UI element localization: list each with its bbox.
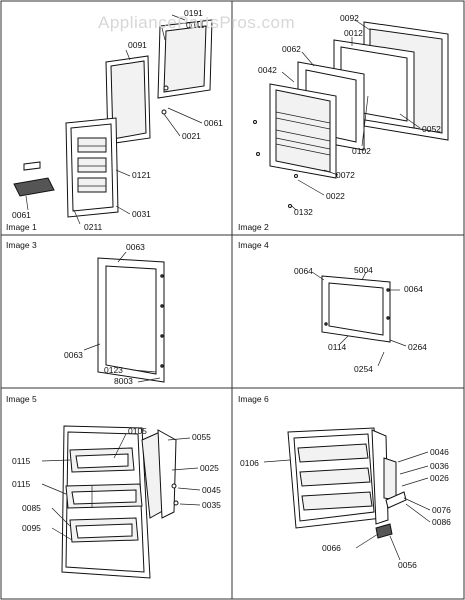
part-label: 0114 [328,342,347,352]
part-label: 0115 [12,479,31,489]
part-label: 0021 [182,131,201,141]
part-label: 0115 [12,456,31,466]
part-label: 0064 [294,266,313,276]
image-5-title: Image 5 [6,394,37,404]
part-label: 0102 [352,146,371,156]
image-6-drawing [263,427,431,561]
part-label: 0095 [22,523,41,533]
watermark: AppliancePartsPros.com [98,13,295,32]
part-label: 0066 [322,543,341,553]
image-5-drawing [41,425,201,579]
image-2-labels: Image 2 0092 0012 0062 0042 0052 0102 00… [238,13,441,232]
part-label: 0061 [204,118,223,128]
part-label: 0052 [422,124,441,134]
part-label: 0025 [200,463,219,473]
part-label: 0086 [432,517,451,527]
part-label: 0035 [202,500,221,510]
part-label: 0072 [336,170,355,180]
part-label: 0121 [132,170,151,180]
image-5-labels: Image 5 0105 0055 0025 0115 0045 0035 01… [6,394,221,533]
part-label: 0022 [326,191,345,201]
part-label: 0061 [12,210,31,220]
image-2-title: Image 2 [238,222,269,232]
part-label: 0056 [398,560,417,570]
part-label: 0092 [340,13,359,23]
part-label: 0076 [432,505,451,515]
image-2-drawing [253,19,449,211]
part-label: 0042 [258,65,277,75]
image-4-drawing [311,271,407,367]
image-1-title: Image 1 [6,222,37,232]
part-label: 0264 [408,342,427,352]
part-label: 8003 [114,376,133,386]
image-1-labels: Image 1 0191 0011 0091 0061 0021 0121 00… [6,8,223,232]
part-label: 0064 [404,284,423,294]
part-label: 0105 [128,426,147,436]
part-label: 0055 [192,432,211,442]
part-label: 0091 [128,40,147,50]
image-6-title: Image 6 [238,394,269,404]
part-label: 0026 [430,473,449,483]
part-label: 0254 [354,364,373,374]
image-4-title: Image 4 [238,240,269,250]
part-label: 5004 [354,265,373,275]
part-label: 0211 [84,222,103,232]
image-1-drawing [13,14,213,225]
part-label: 0191 [184,8,203,18]
part-label: 0106 [240,458,259,468]
part-label: 0046 [430,447,449,457]
image-3-labels: Image 3 0063 0063 0123 8003 [6,240,145,386]
part-label: 0062 [282,44,301,54]
part-label: 0132 [294,207,313,217]
image-4-labels: Image 4 0064 5004 0064 0114 0264 0254 [238,240,427,374]
image-3-title: Image 3 [6,240,37,250]
part-label: 0045 [202,485,221,495]
part-label: 0123 [104,365,123,375]
part-label: 0012 [344,28,363,38]
part-label: 0031 [132,209,151,219]
part-label: 0011 [186,20,205,30]
part-label: 0085 [22,503,41,513]
part-label: 0063 [64,350,83,360]
part-label: 0063 [126,242,145,252]
part-label: 0036 [430,461,449,471]
image-3-drawing [83,251,165,383]
image-6-labels: Image 6 0106 0046 0036 0026 0076 0086 00… [238,394,451,570]
